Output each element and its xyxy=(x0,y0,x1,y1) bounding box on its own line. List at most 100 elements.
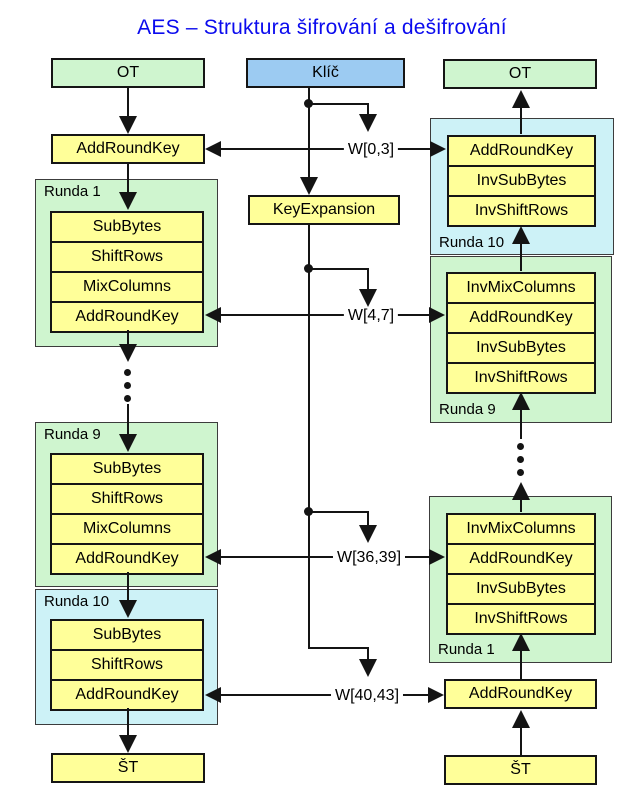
connector-line xyxy=(308,225,310,649)
arrow-up xyxy=(512,633,530,651)
arrow-right xyxy=(430,141,446,157)
connector-line xyxy=(308,647,369,649)
ciphertext-box-left: ŠT xyxy=(51,753,205,783)
connector-line xyxy=(127,708,129,736)
ellipsis-dot xyxy=(124,382,131,389)
connector-line xyxy=(520,107,522,134)
connector-line xyxy=(221,694,428,696)
runda9-label-right: Runda 9 xyxy=(439,401,496,418)
ellipsis-dot xyxy=(517,443,524,450)
runda9-label-left: Runda 9 xyxy=(44,426,101,443)
arrow-down xyxy=(300,177,318,195)
mixcolumns-box: MixColumns xyxy=(50,513,204,545)
connector-line xyxy=(221,314,429,316)
arrow-down xyxy=(359,659,377,677)
invsubbytes-box: InvSubBytes xyxy=(446,573,596,605)
arrow-down xyxy=(359,289,377,307)
addroundkey-box: AddRoundKey xyxy=(446,543,596,575)
arrow-down xyxy=(359,525,377,543)
invshiftrows-box: InvShiftRows xyxy=(446,362,596,394)
invshiftrows-box: InvShiftRows xyxy=(446,603,596,635)
arrow-down xyxy=(119,344,137,362)
connector-line xyxy=(367,103,369,115)
subbytes-box: SubBytes xyxy=(50,211,204,243)
arrow-up xyxy=(512,482,530,500)
connector-line xyxy=(308,103,369,105)
invsubbytes-box: InvSubBytes xyxy=(447,165,596,197)
arrow-left xyxy=(205,141,221,157)
connector-line xyxy=(127,330,129,345)
addroundkey-box: AddRoundKey xyxy=(50,543,204,575)
w3639-label: W[36,39] xyxy=(332,549,406,567)
invsubbytes-box: InvSubBytes xyxy=(446,332,596,364)
shiftrows-box: ShiftRows xyxy=(50,649,204,681)
addroundkey-box: AddRoundKey xyxy=(50,301,204,333)
runda1-container-right: Runda 1 InvMixColumns AddRoundKey InvSub… xyxy=(429,496,612,663)
arrow-down xyxy=(119,192,137,210)
w03-label: W[0,3] xyxy=(343,141,399,159)
runda9-container-left: Runda 9 SubBytes ShiftRows MixColumns Ad… xyxy=(35,422,218,587)
plaintext-box-left: OT xyxy=(51,58,205,88)
runda9-container-right: Runda 9 InvMixColumns AddRoundKey InvSub… xyxy=(430,256,612,423)
arrow-right xyxy=(429,307,445,323)
runda10-label-left: Runda 10 xyxy=(44,593,110,610)
arrow-down xyxy=(359,114,377,132)
addroundkey-box: AddRoundKey xyxy=(447,135,596,167)
runda1-label-right: Runda 1 xyxy=(438,641,495,658)
shiftrows-box: ShiftRows xyxy=(50,483,204,515)
mixcolumns-box: MixColumns xyxy=(50,271,204,303)
addroundkey-box: AddRoundKey xyxy=(446,302,596,334)
plaintext-box-right: OT xyxy=(443,59,597,89)
connector-line xyxy=(520,409,522,439)
subbytes-box: SubBytes xyxy=(50,619,204,651)
connector-line xyxy=(127,572,129,601)
arrow-up xyxy=(512,392,530,410)
invshiftrows-box: InvShiftRows xyxy=(447,195,596,227)
invmixcolumns-box: InvMixColumns xyxy=(446,272,596,304)
arrow-up xyxy=(512,90,530,108)
runda1-label-left: Runda 1 xyxy=(44,183,101,200)
final-addroundkey-box-right: AddRoundKey xyxy=(444,679,597,709)
ellipsis-dot xyxy=(124,369,131,376)
ellipsis-dot xyxy=(124,395,131,402)
arrow-down xyxy=(119,116,137,134)
subbytes-box: SubBytes xyxy=(50,453,204,485)
ellipsis-dot xyxy=(517,456,524,463)
connector-line xyxy=(367,647,369,660)
ciphertext-box-right: ŠT xyxy=(444,755,597,785)
connector-line xyxy=(520,650,522,679)
connector-line xyxy=(520,243,522,271)
arrow-left xyxy=(205,687,221,703)
connector-line xyxy=(520,499,522,512)
key-box: Klíč xyxy=(246,58,405,88)
connector-line xyxy=(127,88,129,117)
runda10-container-right: Runda 10 AddRoundKey InvSubBytes InvShif… xyxy=(430,118,614,255)
connector-line xyxy=(367,268,369,290)
connector-line xyxy=(308,88,310,178)
connector-line xyxy=(308,511,369,513)
w4043-label: W[40,43] xyxy=(330,687,404,705)
w47-label: W[4,7] xyxy=(343,307,399,325)
arrow-down xyxy=(119,434,137,452)
diagram-title: AES – Struktura šifrování a dešifrování xyxy=(137,16,507,39)
shiftrows-box: ShiftRows xyxy=(50,241,204,273)
connector-line xyxy=(127,404,129,435)
invmixcolumns-box: InvMixColumns xyxy=(446,513,596,545)
runda10-label-right: Runda 10 xyxy=(439,234,505,251)
arrow-right xyxy=(428,687,444,703)
arrow-right xyxy=(429,549,445,565)
ellipsis-dot xyxy=(517,469,524,476)
initial-addroundkey-box-left: AddRoundKey xyxy=(51,134,205,164)
addroundkey-box: AddRoundKey xyxy=(50,679,204,711)
arrow-down xyxy=(119,600,137,618)
connector-line xyxy=(520,727,522,755)
arrow-left xyxy=(205,307,221,323)
connector-line xyxy=(221,556,429,558)
connector-line xyxy=(127,164,129,193)
arrow-down xyxy=(119,735,137,753)
arrow-left xyxy=(205,549,221,565)
connector-line xyxy=(308,268,369,270)
connector-line xyxy=(221,148,430,150)
arrow-up xyxy=(512,710,530,728)
